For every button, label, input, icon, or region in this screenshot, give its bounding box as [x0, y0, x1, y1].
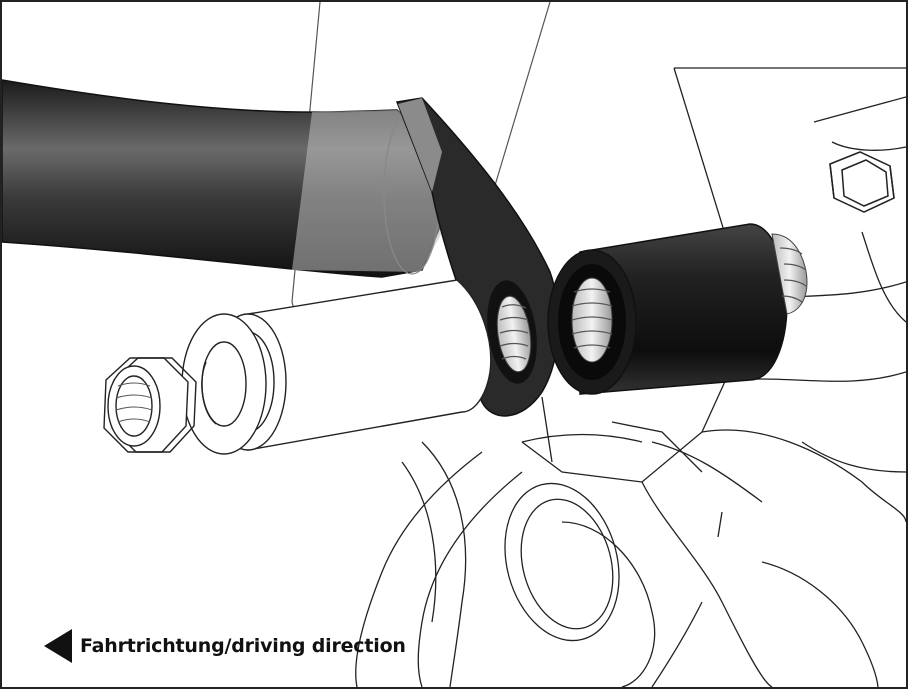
direction-caption: Fahrtrichtung/driving direction: [44, 626, 406, 666]
hex-nut-icon: [103, 357, 197, 453]
washer: [181, 313, 267, 455]
left-triangle-arrow-icon: [44, 629, 72, 663]
rubber-bushing: [547, 223, 808, 395]
bushing-thread: [571, 277, 613, 363]
caption-text: Fahrtrichtung/driving direction: [80, 635, 406, 657]
knuckle-outline: [355, 67, 906, 687]
stabilizer-bar: [2, 79, 447, 278]
bushing-end-thread: [771, 233, 808, 315]
eyelet-thread: [496, 295, 532, 373]
hex-bolt-icon: [829, 151, 895, 213]
